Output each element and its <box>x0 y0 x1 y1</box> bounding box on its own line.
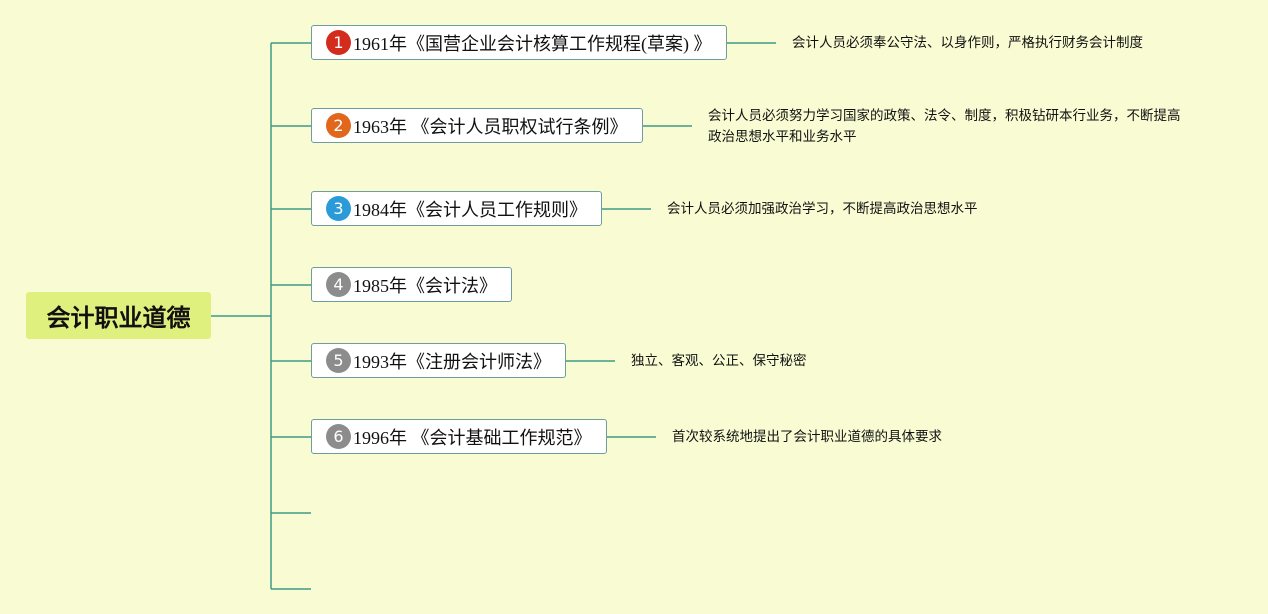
number-3-icon: 3 <box>326 196 351 221</box>
branch-1963-node[interactable]: 2 1963年 《会计人员职权试行条例》 <box>311 108 643 143</box>
number-6-icon: 6 <box>326 424 351 449</box>
branch-1996-node[interactable]: 6 1996年 《会计基础工作规范》 <box>311 419 607 454</box>
branch-label: 1961年《国营企业会计核算工作规程(草案) 》 <box>353 33 712 54</box>
branch-1985-node[interactable]: 4 1985年《会计法》 <box>311 267 512 302</box>
branch-1984-note: 会计人员必须加强政治学习，不断提高政治思想水平 <box>667 201 978 217</box>
branch-1993-note: 独立、客观、公正、保守秘密 <box>631 353 807 369</box>
branch-1963-note: 会计人员必须努力学习国家的政策、法令、制度，积极钻研本行业务，不断提高 政治思想… <box>708 108 1181 145</box>
branch-label: 1963年 《会计人员职权试行条例》 <box>353 116 628 137</box>
branch-label: 1984年《会计人员工作规则》 <box>353 199 587 220</box>
branch-1961-node[interactable]: 1 1961年《国营企业会计核算工作规程(草案) 》 <box>311 25 727 60</box>
number-5-icon: 5 <box>326 348 351 373</box>
branch-1996-note: 首次较系统地提出了会计职业道德的具体要求 <box>672 429 942 445</box>
branch-label: 1993年《注册会计师法》 <box>353 351 551 372</box>
number-1-icon: 1 <box>326 30 351 55</box>
branch-1984-node[interactable]: 3 1984年《会计人员工作规则》 <box>311 191 602 226</box>
number-2-icon: 2 <box>326 113 351 138</box>
branch-1993-node[interactable]: 5 1993年《注册会计师法》 <box>311 343 566 378</box>
branch-label: 1985年《会计法》 <box>353 275 497 296</box>
number-4-icon: 4 <box>326 272 351 297</box>
branch-label: 1996年 《会计基础工作规范》 <box>353 427 592 448</box>
root-topic[interactable]: 会计职业道德 <box>26 292 211 339</box>
branch-1961-note: 会计人员必须奉公守法、以身作则，严格执行财务会计制度 <box>792 35 1143 51</box>
